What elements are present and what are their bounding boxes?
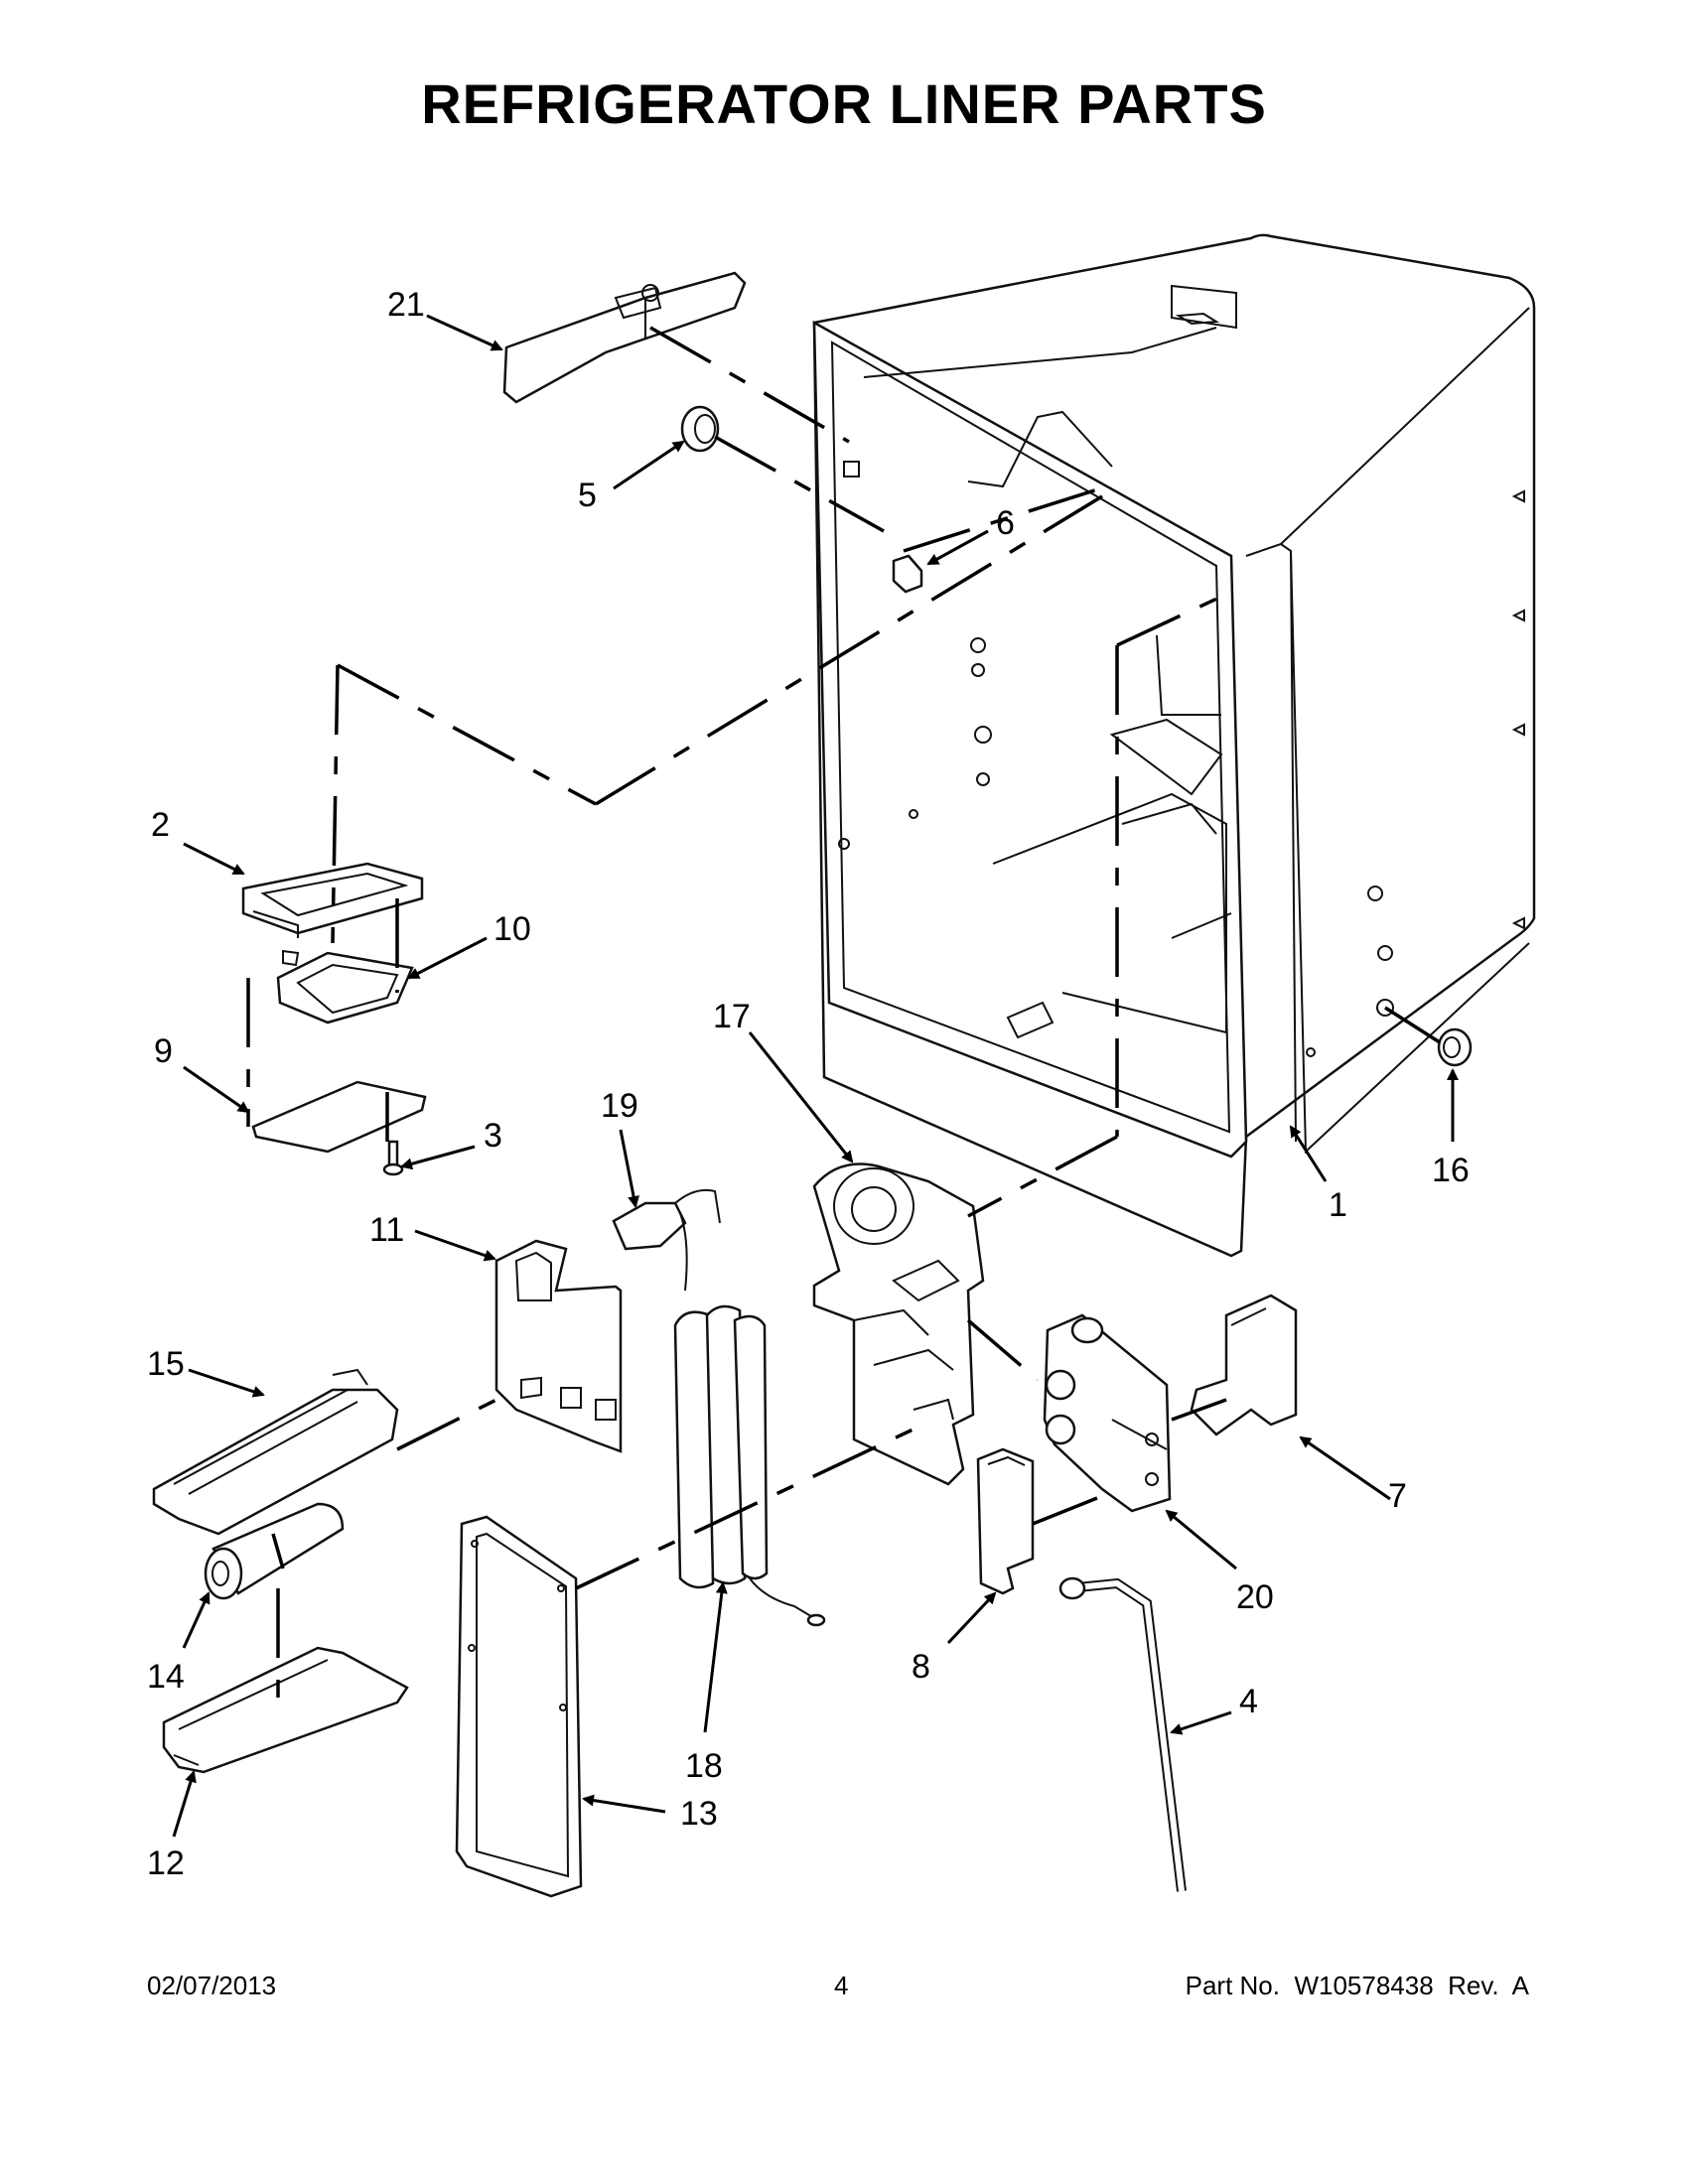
callout-4: 4 xyxy=(1239,1683,1258,1720)
part-4-tube xyxy=(1058,1576,1187,1892)
footer-page-number: 4 xyxy=(834,1971,849,2000)
footer-date: 02/07/2013 xyxy=(147,1971,277,2000)
callout-3: 3 xyxy=(484,1117,502,1155)
part-20-water-valve xyxy=(1043,1313,1172,1513)
callout-20: 20 xyxy=(1236,1578,1274,1616)
callout-14: 14 xyxy=(147,1658,185,1696)
callout-19: 19 xyxy=(601,1087,638,1125)
callout-10: 10 xyxy=(493,910,531,948)
callout-7: 7 xyxy=(1388,1477,1407,1515)
part-9-plate xyxy=(251,1080,427,1154)
part-16-knob xyxy=(1437,1027,1473,1067)
part-18-tubing xyxy=(673,1304,826,1627)
callout-9: 9 xyxy=(154,1032,173,1070)
part-17-dispenser-housing xyxy=(812,1162,985,1486)
leader-arrows xyxy=(172,314,1459,1838)
callout-17: 17 xyxy=(713,998,751,1035)
callout-labels: 21 5 6 2 10 9 3 19 17 1 16 11 15 7 20 8 … xyxy=(147,286,1470,1882)
callout-11: 11 xyxy=(369,1211,404,1249)
part-7-bracket xyxy=(1190,1294,1298,1436)
assembly-lines xyxy=(246,326,1441,1703)
part-5-knob xyxy=(680,405,720,453)
part-12-filter-door xyxy=(162,1646,409,1774)
part-6-clip xyxy=(892,554,923,594)
callout-16: 16 xyxy=(1432,1152,1470,1189)
part-21-trim xyxy=(502,271,747,404)
page-title: REFRIGERATOR LINER PARTS xyxy=(421,72,1267,135)
callout-2: 2 xyxy=(151,806,170,844)
footer-part-number: Part No. W10578438 Rev. A xyxy=(1185,1971,1529,2000)
part-19-sensor xyxy=(612,1188,721,1292)
part-15-filter-housing xyxy=(152,1368,399,1536)
callout-21: 21 xyxy=(387,286,425,324)
callout-6: 6 xyxy=(996,504,1015,542)
callout-13: 13 xyxy=(680,1795,718,1833)
part-11-bracket xyxy=(494,1239,623,1453)
part-3-screw xyxy=(382,1140,404,1176)
callout-15: 15 xyxy=(147,1345,185,1383)
callout-5: 5 xyxy=(578,477,597,514)
callout-8: 8 xyxy=(912,1648,930,1686)
callout-1: 1 xyxy=(1329,1186,1347,1224)
part-1-liner xyxy=(812,233,1536,1258)
part-13-panel xyxy=(455,1515,583,1898)
callout-18: 18 xyxy=(685,1747,723,1785)
part-8-bracket xyxy=(976,1447,1035,1595)
part-10-filter-cover xyxy=(276,949,414,1024)
callout-12: 12 xyxy=(147,1844,185,1882)
